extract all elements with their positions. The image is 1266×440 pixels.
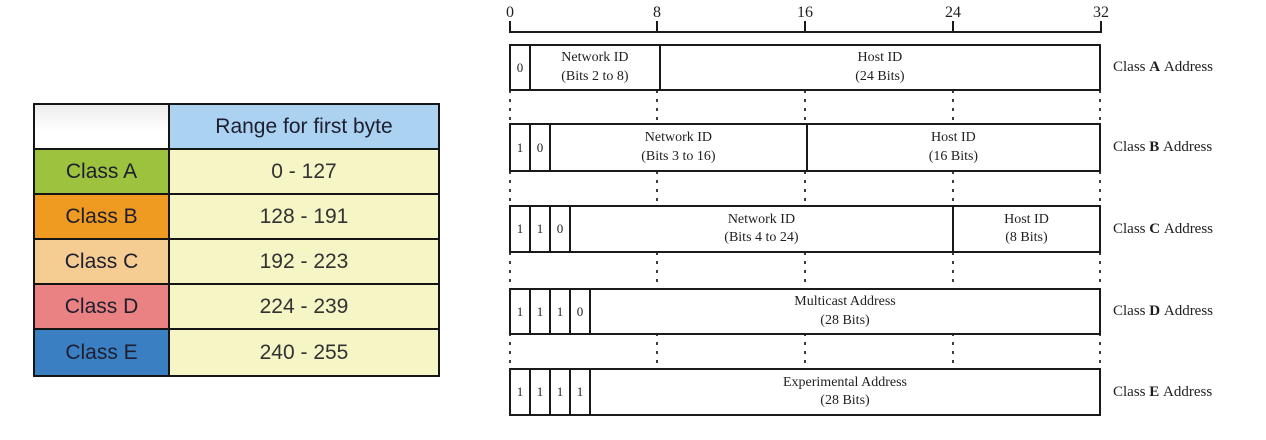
dotted-gridline-24 <box>952 90 954 416</box>
field-bits-note: (8 Bits) <box>1005 230 1048 245</box>
class-c-host-field: Host ID (8 Bits) <box>954 207 1099 251</box>
label-text: Address <box>1163 59 1214 75</box>
bit-cell: 0 <box>571 290 591 333</box>
dotted-gridline-0 <box>509 90 511 416</box>
ruler-tick-32 <box>1100 21 1102 32</box>
label-text: Class <box>1113 383 1146 400</box>
ruler-tick-16 <box>804 21 806 32</box>
ruler-label-0: 0 <box>506 4 514 21</box>
table-row-class-a-label: Class A <box>35 150 170 195</box>
class-a-row-label: Class A Address <box>1113 44 1263 91</box>
class-e-experimental-field: Experimental Address (28 Bits) <box>591 370 1099 414</box>
field-name: Host ID <box>857 50 903 66</box>
table-row-class-b-label: Class B <box>35 195 170 240</box>
field-name: Experimental Address <box>782 374 908 390</box>
table-row-class-d-label: Class D <box>35 285 170 330</box>
bit-cell: 1 <box>531 290 551 333</box>
table-row-class-c-range: 192 - 223 <box>170 240 438 285</box>
bit-cell: 0 <box>531 125 551 170</box>
class-d-row-label: Class D Address <box>1113 288 1263 335</box>
ip-class-range-table: Range for first byte Class A 0 - 127 Cla… <box>33 103 440 377</box>
bit-cell: 1 <box>511 207 531 251</box>
bit-cell: 1 <box>531 207 551 251</box>
class-b-row-label: Class B Address <box>1113 123 1263 172</box>
ruler-tick-8 <box>656 21 658 32</box>
class-letter: E <box>1149 383 1160 400</box>
class-d-bit-row: 1 1 1 0 Multicast Address (28 Bits) <box>509 288 1101 335</box>
field-bits-note: (Bits 2 to 8) <box>561 68 629 84</box>
field-name: Multicast Address <box>794 294 896 310</box>
bit-ruler-line <box>509 31 1102 33</box>
ruler-label-8: 8 <box>653 4 661 21</box>
class-e-row-label: Class E Address <box>1113 368 1263 416</box>
field-bits-note: (Bits 3 to 16) <box>641 148 716 164</box>
bit-cell: 0 <box>551 207 571 251</box>
ip-class-structure-diagram: 0 8 16 24 32 0 Network ID (Bits 2 to 8) … <box>506 0 1266 440</box>
class-letter: C <box>1149 220 1161 237</box>
class-b-host-field: Host ID (16 Bits) <box>808 125 1099 170</box>
label-text: Address <box>1163 139 1213 155</box>
label-text: Address <box>1163 383 1213 400</box>
table-row-class-c-label: Class C <box>35 240 170 285</box>
label-text: Address <box>1163 303 1214 319</box>
label-text: Class <box>1113 59 1146 75</box>
field-bits-note: (28 Bits) <box>820 393 870 408</box>
ruler-tick-0 <box>509 21 511 32</box>
bit-cell: 1 <box>511 290 531 333</box>
class-b-bit-row: 1 0 Network ID (Bits 3 to 16) Host ID (1… <box>509 123 1101 172</box>
field-name: Network ID <box>644 130 713 146</box>
class-d-multicast-field: Multicast Address (28 Bits) <box>591 290 1099 333</box>
class-b-network-field: Network ID (Bits 3 to 16) <box>551 125 808 170</box>
class-a-network-field: Network ID (Bits 2 to 8) <box>531 46 661 89</box>
field-bits-note: (28 Bits) <box>820 312 870 328</box>
bit-cell: 1 <box>551 290 571 333</box>
bit-cell: 1 <box>511 370 531 414</box>
table-row-class-a-range: 0 - 127 <box>170 150 438 195</box>
dotted-gridline-32 <box>1099 90 1101 416</box>
dotted-gridline-8 <box>656 90 658 416</box>
class-c-row-label: Class C Address <box>1113 205 1263 253</box>
class-letter: D <box>1149 303 1161 319</box>
ruler-label-32: 32 <box>1093 4 1109 21</box>
class-a-host-field: Host ID (24 Bits) <box>661 46 1099 89</box>
label-text: Address <box>1163 220 1214 237</box>
class-c-bit-row: 1 1 0 Network ID (Bits 4 to 24) Host ID … <box>509 205 1101 253</box>
field-name: Host ID <box>1004 211 1049 227</box>
bit-cell: 1 <box>511 125 531 170</box>
table-row-class-e-label: Class E <box>35 330 170 375</box>
label-text: Class <box>1113 220 1146 237</box>
bit-cell: 0 <box>511 46 531 89</box>
field-bits-note: (Bits 4 to 24) <box>724 230 799 245</box>
field-bits-note: (24 Bits) <box>855 68 905 84</box>
field-name: Network ID <box>727 211 796 227</box>
class-letter: A <box>1149 59 1161 75</box>
field-name: Host ID <box>931 130 976 146</box>
label-text: Class <box>1113 303 1146 319</box>
class-letter: B <box>1149 139 1160 155</box>
table-row-class-e-range: 240 - 255 <box>170 330 438 375</box>
bit-cell: 1 <box>571 370 591 414</box>
table-row-class-d-range: 224 - 239 <box>170 285 438 330</box>
class-a-bit-row: 0 Network ID (Bits 2 to 8) Host ID (24 B… <box>509 44 1101 91</box>
table-header-range: Range for first byte <box>170 105 438 150</box>
dotted-gridline-16 <box>804 90 806 416</box>
label-text: Class <box>1113 139 1146 155</box>
field-bits-note: (16 Bits) <box>928 148 979 164</box>
table-row-class-b-range: 128 - 191 <box>170 195 438 240</box>
ruler-label-24: 24 <box>945 4 961 21</box>
class-c-network-field: Network ID (Bits 4 to 24) <box>571 207 954 251</box>
bit-cell: 1 <box>551 370 571 414</box>
bit-cell: 1 <box>531 370 551 414</box>
field-name: Network ID <box>561 50 629 66</box>
class-e-bit-row: 1 1 1 1 Experimental Address (28 Bits) <box>509 368 1101 416</box>
ruler-tick-24 <box>952 21 954 32</box>
table-corner-cell <box>35 105 170 150</box>
ruler-label-16: 16 <box>797 4 813 21</box>
